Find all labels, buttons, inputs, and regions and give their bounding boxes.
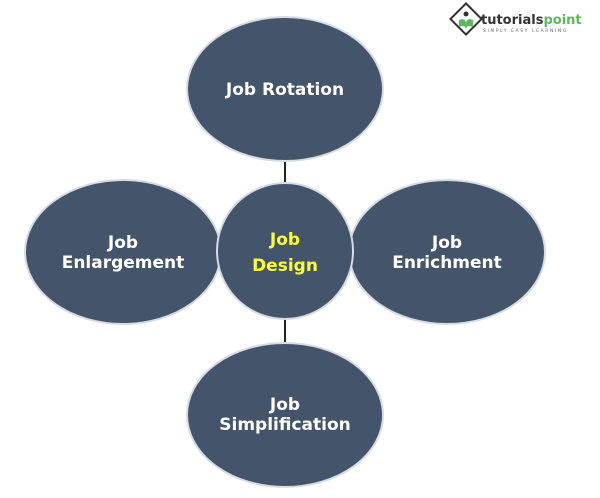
center-label: Job <box>269 230 300 250</box>
node-label: Job <box>269 395 300 415</box>
node-label: Job Rotation <box>225 80 344 100</box>
logo-diamond-icon <box>449 2 483 36</box>
node-label: Job <box>107 233 138 253</box>
node-label: Enlargement <box>62 253 185 273</box>
node-label: Job <box>431 233 462 253</box>
center-label: Design <box>252 256 318 276</box>
node-job-simplification: Job Simplification <box>186 342 384 488</box>
node-job-design-center: Job Design <box>216 182 354 320</box>
node-label: Simplification <box>219 415 351 435</box>
node-job-enrichment: Job Enrichment <box>348 179 546 325</box>
node-job-rotation: Job Rotation <box>186 16 384 162</box>
svg-text:tutorialspoint: tutorialspoint <box>481 13 582 28</box>
node-label: Enrichment <box>392 253 502 273</box>
tutorialspoint-logo: tutorialspoint SIMPLY EASY LEARNING <box>449 2 582 36</box>
node-job-enlargement: Job Enlargement <box>24 179 222 325</box>
svg-text:SIMPLY EASY LEARNING: SIMPLY EASY LEARNING <box>483 28 568 34</box>
